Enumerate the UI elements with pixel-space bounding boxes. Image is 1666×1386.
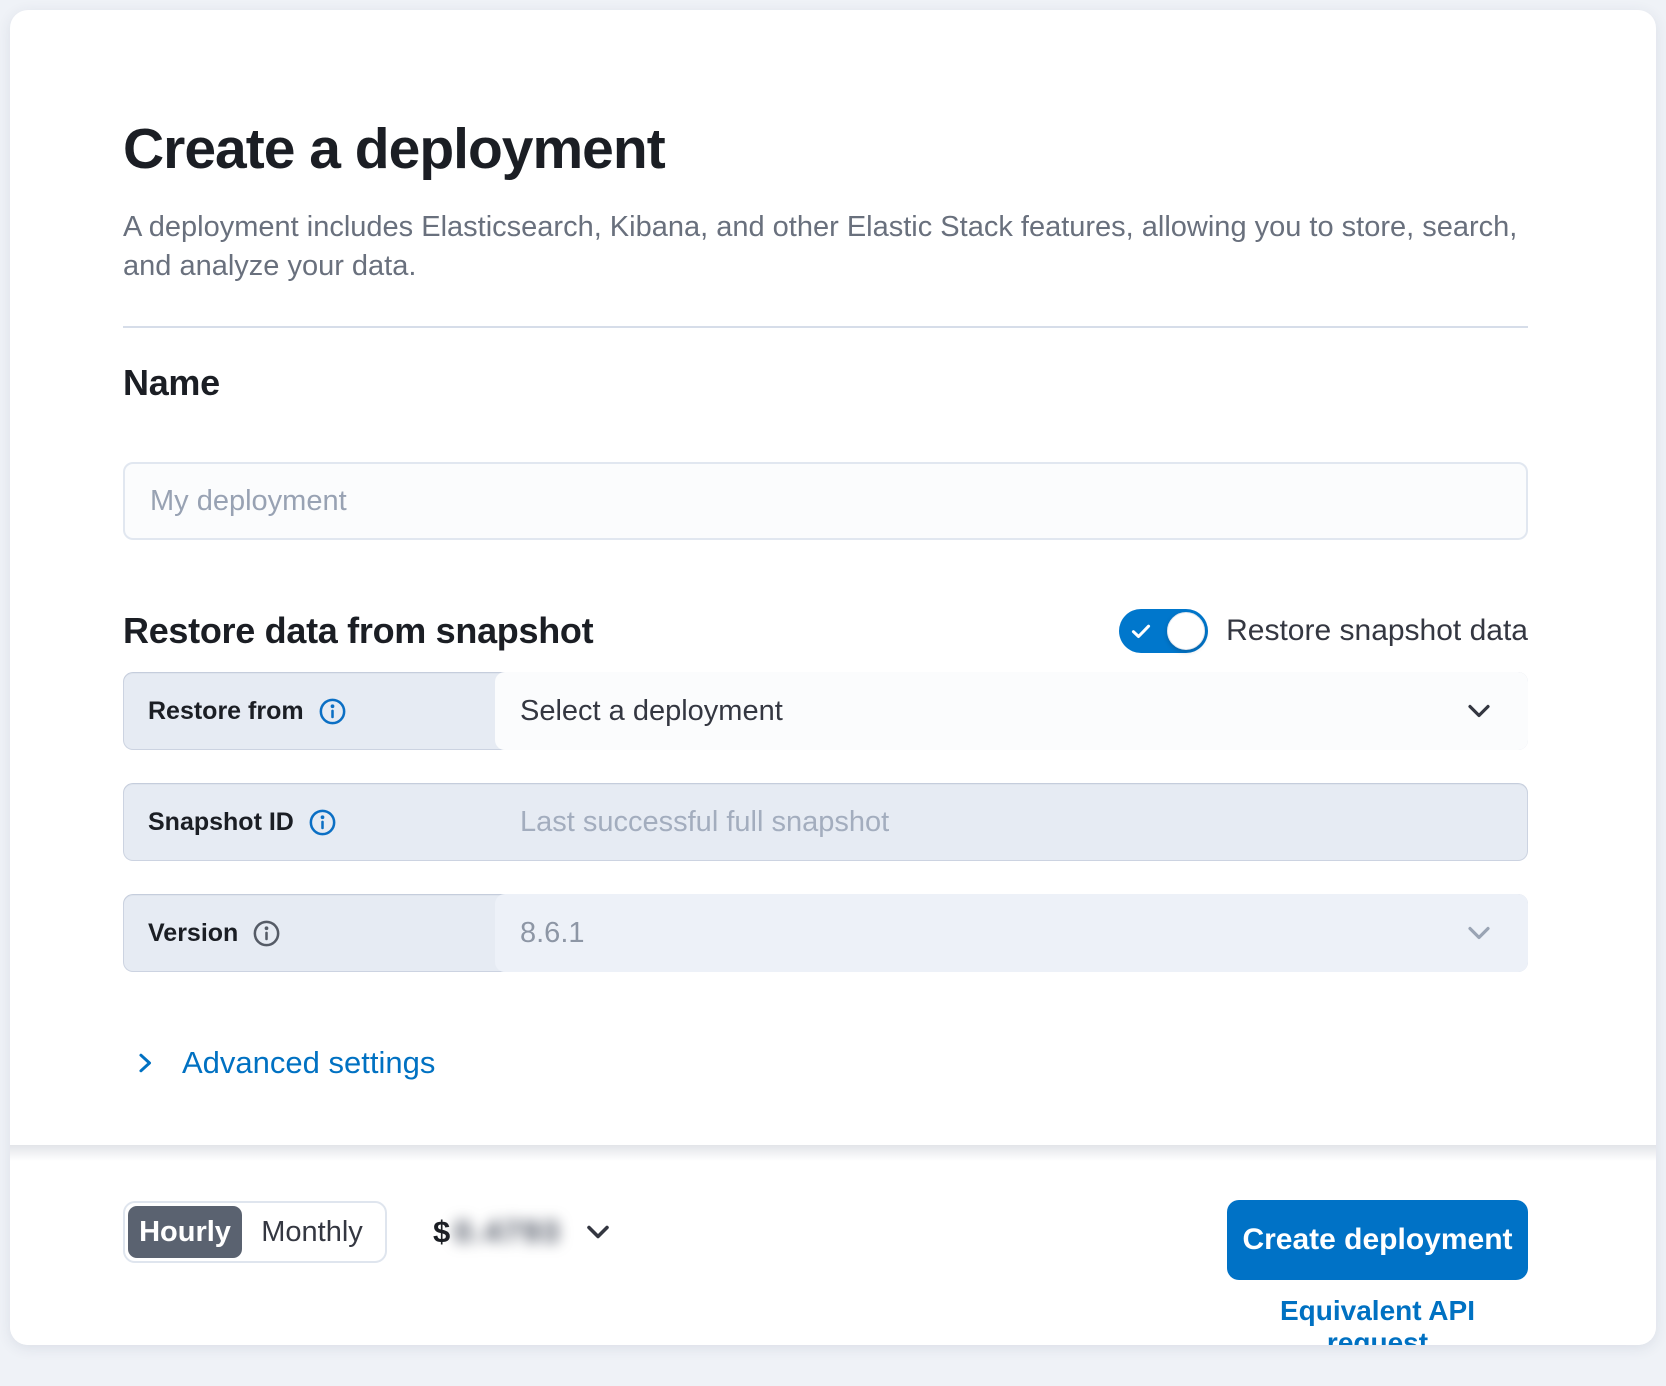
- snapshot-heading: Restore data from snapshot: [123, 610, 594, 651]
- footer-shadow-divider: [10, 1145, 1656, 1161]
- advanced-settings-label: Advanced settings: [182, 1045, 436, 1080]
- advanced-settings-link[interactable]: Advanced settings: [133, 1041, 435, 1085]
- info-icon[interactable]: [309, 809, 336, 836]
- chevron-down-icon: [1464, 918, 1494, 948]
- main-section: Create a deployment A deployment include…: [123, 10, 1528, 1345]
- create-deployment-card: Create a deployment A deployment include…: [10, 10, 1656, 1345]
- snapshot-id-label-cell: Snapshot ID: [148, 783, 336, 861]
- info-icon[interactable]: [253, 920, 280, 947]
- version-row: Version 8.6.1: [123, 894, 1528, 972]
- version-label: Version: [148, 918, 239, 947]
- restore-from-label-cell: Restore from: [148, 672, 346, 750]
- restore-from-row: Restore from Select a deployment: [123, 672, 1528, 750]
- restore-from-label: Restore from: [148, 696, 304, 725]
- version-label-cell: Version: [148, 894, 280, 972]
- page-subtitle: A deployment includes Elasticsearch, Kib…: [123, 211, 1518, 282]
- snapshot-id-row: Snapshot ID Last successful full snapsho…: [123, 783, 1528, 861]
- restore-snapshot-toggle[interactable]: [1119, 609, 1209, 653]
- billing-hourly-button[interactable]: Hourly: [128, 1206, 242, 1258]
- toggle-label: Restore snapshot data: [1226, 614, 1528, 647]
- version-value: 8.6.1: [520, 916, 585, 949]
- price-amount-blurred: 0.4793: [454, 1214, 562, 1249]
- deployment-name-input[interactable]: [123, 462, 1528, 540]
- check-icon: [1130, 620, 1152, 647]
- price-currency: $: [433, 1214, 451, 1249]
- restore-from-select[interactable]: Select a deployment: [495, 672, 1528, 750]
- restore-from-value: Select a deployment: [520, 694, 783, 727]
- equivalent-api-request-link[interactable]: Equivalent API request: [1279, 1295, 1475, 1345]
- version-select-disabled: 8.6.1: [495, 894, 1528, 972]
- create-deployment-button[interactable]: Create deployment: [1227, 1200, 1528, 1280]
- toggle-knob[interactable]: [1167, 612, 1206, 650]
- price-dropdown[interactable]: $ 0.4793: [433, 1201, 613, 1263]
- snapshot-section-header: Restore data from snapshot Restore snaps…: [123, 598, 1528, 664]
- chevron-down-icon: [1464, 696, 1494, 726]
- chevron-right-icon: [133, 1051, 157, 1075]
- snapshot-id-placeholder: Last successful full snapshot: [520, 805, 890, 838]
- snapshot-id-label: Snapshot ID: [148, 807, 294, 836]
- chevron-down-icon: [583, 1217, 613, 1247]
- section-divider: [123, 326, 1528, 328]
- restore-snapshot-toggle-group: Restore snapshot data: [1119, 609, 1528, 653]
- snapshot-id-input-disabled: Last successful full snapshot: [495, 783, 1528, 861]
- name-heading: Name: [123, 362, 220, 403]
- info-icon[interactable]: [319, 698, 346, 725]
- billing-period-toggle: Hourly Monthly: [123, 1201, 387, 1263]
- footer-bar: Hourly Monthly $ 0.4793 Create deploymen…: [10, 1145, 1656, 1345]
- page-title: Create a deployment: [123, 117, 666, 181]
- billing-monthly-button[interactable]: Monthly: [261, 1215, 363, 1248]
